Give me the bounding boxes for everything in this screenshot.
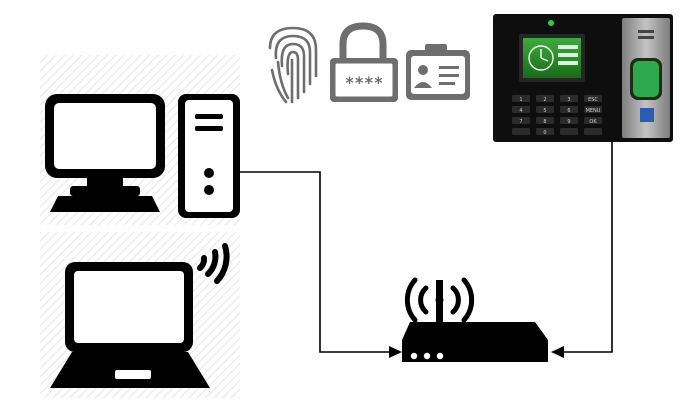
terminal-logo — [640, 108, 654, 122]
keypad-key-label: 7 — [519, 119, 522, 125]
time-attendance-terminal: 1 2 3 ESC 4 5 6 MENU 7 8 9 OK 0 — [493, 14, 673, 142]
keypad-key-label: ESC — [588, 97, 598, 103]
wireless-router-icon — [402, 277, 548, 362]
keypad-key — [584, 128, 602, 135]
keypad-key — [560, 106, 578, 113]
keypad-key-label: 3 — [567, 97, 570, 103]
fingerprint-icon — [268, 26, 318, 104]
keypad-key — [512, 106, 530, 113]
wireless-laptop-icon — [50, 243, 230, 388]
desktop-computer-icon — [45, 94, 240, 218]
padlock-password-icon: **** — [330, 22, 398, 102]
keypad-key-label: 2 — [543, 97, 546, 103]
keypad-key — [536, 117, 554, 124]
arrowhead-desktop-router — [389, 346, 402, 358]
keypad-key-label: 9 — [567, 119, 570, 125]
keypad-key — [512, 95, 530, 102]
fingerprint-sensor — [633, 61, 659, 97]
edge-terminal-router — [562, 140, 613, 353]
edge-desktop-router — [240, 171, 392, 353]
keypad-key-label: 5 — [543, 108, 546, 114]
terminal-keypad: 1 2 3 ESC 4 5 6 MENU 7 8 9 OK 0 — [512, 95, 602, 136]
keypad-key-label: 0 — [543, 130, 546, 136]
status-led — [548, 20, 554, 26]
keypad-key-label: OK — [589, 119, 597, 125]
keypad-key — [536, 95, 554, 102]
password-mask: **** — [345, 73, 384, 92]
keypad-key — [560, 117, 578, 124]
keypad-key — [584, 95, 602, 102]
keypad-key-label: MENU — [586, 108, 601, 114]
keypad-key — [560, 128, 578, 135]
keypad-key — [512, 117, 530, 124]
keypad-key — [584, 117, 602, 124]
id-card-icon — [406, 44, 470, 100]
keypad-key-label: 8 — [543, 119, 546, 125]
keypad-key-label: 1 — [519, 97, 522, 103]
keypad-key — [584, 106, 602, 113]
keypad-key-label: 4 — [519, 108, 522, 114]
keypad-key-label: 6 — [567, 108, 570, 114]
terminal-screen — [523, 38, 581, 78]
keypad-key — [560, 95, 578, 102]
keypad-key — [512, 128, 530, 135]
keypad-key — [536, 128, 554, 135]
arrowhead-terminal-router — [551, 346, 564, 358]
keypad-key — [536, 106, 554, 113]
connection-lines — [240, 140, 613, 358]
